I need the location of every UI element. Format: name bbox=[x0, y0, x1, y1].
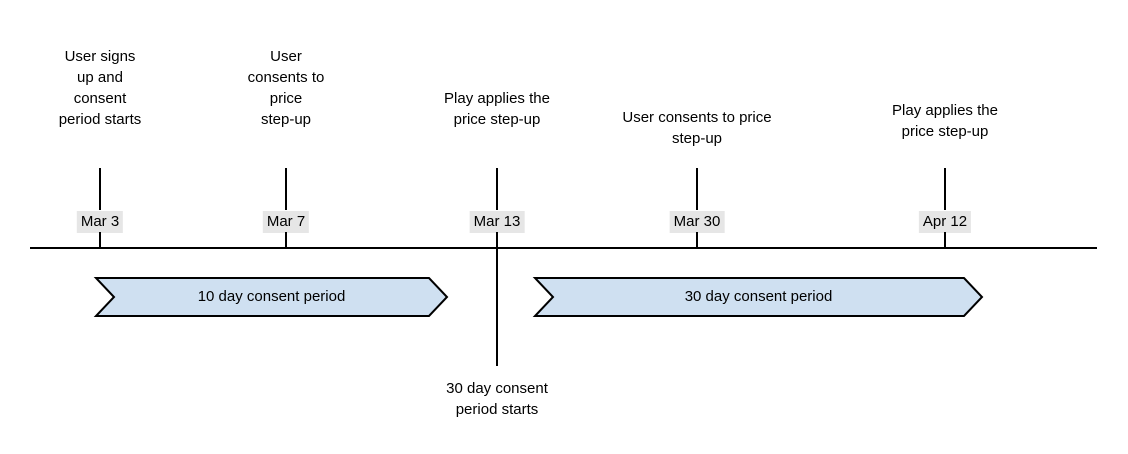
period-banner-label-10-day: 10 day consent period bbox=[197, 288, 346, 305]
event-tick-lower-mar-3 bbox=[99, 232, 101, 248]
event-caption-apr-12: Play applies the price step-up bbox=[892, 102, 998, 140]
period-banner-label-30-day: 30 day consent period bbox=[684, 288, 833, 305]
event-caption-mar-7: User consents to price step-up bbox=[247, 48, 325, 128]
timeline-axis bbox=[30, 247, 1097, 249]
event-tick-lower-mar-13 bbox=[496, 232, 498, 366]
event-tick-upper-mar-3 bbox=[99, 168, 101, 210]
date-chip-mar-7: Mar 7 bbox=[262, 211, 310, 233]
event-caption-mar-3: User signs up and consent period starts bbox=[58, 48, 142, 128]
event-tick-upper-apr-12 bbox=[944, 168, 946, 210]
period-banner-30-day: 30 day consent period bbox=[534, 277, 983, 317]
date-chip-apr-12: Apr 12 bbox=[918, 211, 972, 233]
event-tick-upper-mar-7 bbox=[285, 168, 287, 210]
below-caption-30-day-start: 30 day consent period starts bbox=[446, 380, 548, 418]
event-tick-lower-mar-7 bbox=[285, 232, 287, 248]
event-tick-upper-mar-30 bbox=[696, 168, 698, 210]
event-tick-lower-mar-30 bbox=[696, 232, 698, 248]
period-banner-10-day: 10 day consent period bbox=[95, 277, 448, 317]
chevron-shape-icon bbox=[534, 277, 983, 317]
event-tick-upper-mar-13 bbox=[496, 168, 498, 210]
date-chip-mar-30: Mar 30 bbox=[669, 211, 725, 233]
event-caption-mar-30: User consents to price step-up bbox=[622, 109, 772, 147]
date-chip-mar-13: Mar 13 bbox=[469, 211, 525, 233]
date-chip-mar-3: Mar 3 bbox=[76, 211, 124, 233]
event-tick-lower-apr-12 bbox=[944, 232, 946, 248]
event-caption-mar-13: Play applies the price step-up bbox=[444, 90, 550, 128]
chevron-shape-icon bbox=[95, 277, 448, 317]
